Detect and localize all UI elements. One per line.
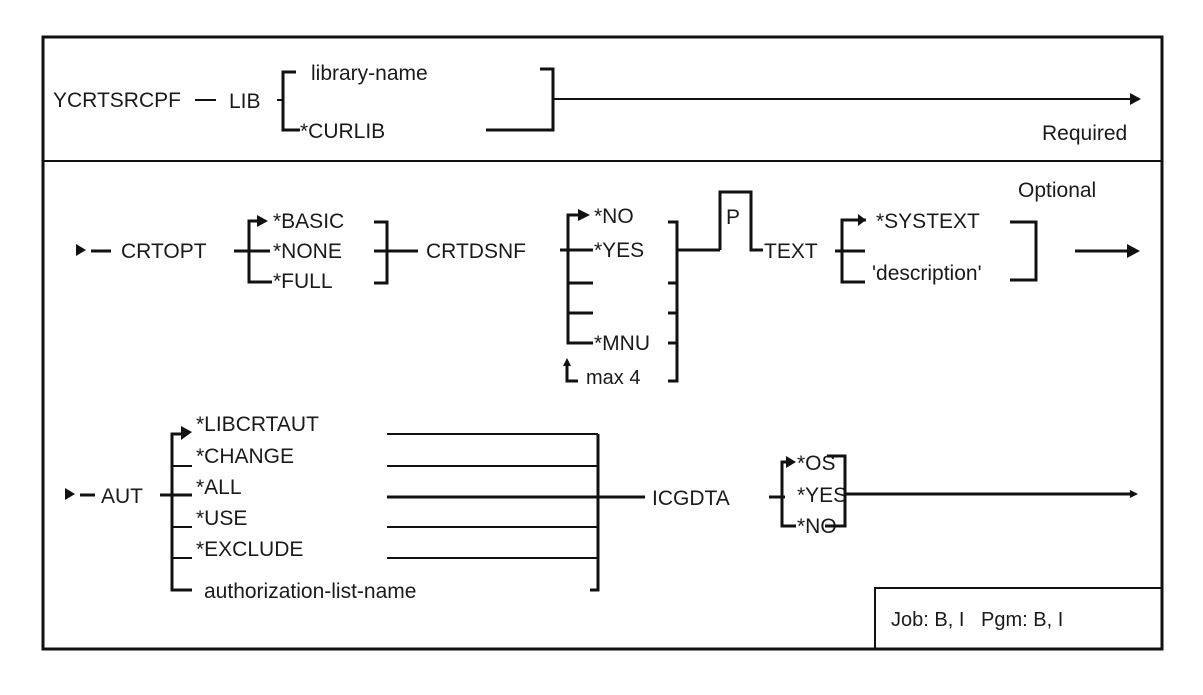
lib-option-curlib: *CURLIB	[300, 120, 385, 143]
text-bracket-right	[1010, 220, 1038, 282]
text-option-systext: *SYSTEXT	[876, 210, 980, 233]
end-arrow-icon	[1130, 93, 1141, 105]
aut-option-all: *ALL	[196, 476, 242, 499]
crtopt-option-full: *FULL	[273, 270, 333, 293]
end-arrow-icon	[1130, 490, 1138, 498]
repeat-arrow-icon	[563, 358, 571, 366]
aut-option-exclude: *EXCLUDE	[196, 538, 303, 561]
aut-bracket-right	[590, 434, 600, 592]
aut-bracket-left	[170, 432, 192, 592]
crtdsnf-option-yes: *YES	[594, 239, 644, 262]
crtopt-bracket-left	[247, 219, 272, 284]
crtopt-option-none: *NONE	[273, 240, 342, 263]
crtdsnf-keyword: CRTDSNF	[426, 240, 526, 263]
default-arrow-icon	[858, 214, 866, 226]
crtdsnf-option-no: *NO	[594, 205, 634, 228]
environment-box-border	[874, 587, 1162, 649]
icgdta-option-no: *NO	[797, 515, 837, 538]
environment-box: Job: B, I Pgm: B, I	[874, 587, 1162, 649]
icgdta-bracket-right	[825, 454, 847, 528]
optional-section-row1: Optional CRTOPT *BASIC *NONE *FULL CRTDS…	[76, 179, 1140, 389]
lib-option-library-name: library-name	[311, 62, 428, 85]
start-arrow-icon	[65, 488, 75, 500]
crtdsnf-repeat-max: max 4	[586, 367, 640, 389]
icgdta-bracket-left	[780, 460, 796, 528]
required-label: Required	[1042, 122, 1127, 145]
start-arrow-icon	[76, 244, 86, 256]
crtdsnf-option-mnu: *MNU	[594, 332, 650, 355]
icgdta-option-os: *OS	[797, 452, 836, 475]
lib-bracket-left	[281, 70, 300, 132]
aut-option-authorization-list-name: authorization-list-name	[204, 580, 416, 603]
continue-arrow-icon	[1127, 244, 1140, 258]
aut-option-use: *USE	[196, 507, 247, 530]
icgdta-keyword: ICGDTA	[652, 487, 730, 510]
lib-bracket-right	[486, 67, 555, 132]
aut-keyword: AUT	[101, 485, 143, 508]
crtdsnf-bracket-left	[566, 213, 593, 345]
positional-box	[718, 190, 763, 252]
text-keyword: TEXT	[764, 240, 818, 263]
optional-label: Optional	[1018, 179, 1096, 202]
optional-section-row2: AUT *LIBCRTAUT *CHANGE *ALL *USE *EXCLUD…	[65, 413, 1138, 603]
crtdsnf-bracket-right	[668, 220, 679, 383]
icgdta-option-yes: *YES	[797, 484, 847, 507]
positional-marker: P	[726, 206, 740, 229]
lib-keyword: LIB	[229, 90, 261, 113]
text-option-description: 'description'	[872, 262, 982, 285]
diagram-frame	[41, 35, 1164, 651]
command-name: YCRTSRCPF	[53, 89, 181, 112]
crtopt-keyword: CRTOPT	[121, 240, 207, 263]
required-section: YCRTSRCPF LIB library-name *CURLIB Requi…	[53, 62, 1141, 145]
aut-option-change: *CHANGE	[196, 445, 294, 468]
environment-label: Job: B, I Pgm: B, I	[891, 609, 1063, 631]
default-arrow-icon	[578, 209, 590, 221]
aut-option-libcrtaut: *LIBCRTAUT	[196, 413, 319, 436]
default-arrow-icon	[786, 456, 796, 468]
repeat-loop-line	[565, 362, 578, 383]
default-arrow-icon	[257, 215, 268, 227]
default-arrow-icon	[181, 426, 192, 440]
crtopt-option-basic: *BASIC	[273, 210, 344, 233]
